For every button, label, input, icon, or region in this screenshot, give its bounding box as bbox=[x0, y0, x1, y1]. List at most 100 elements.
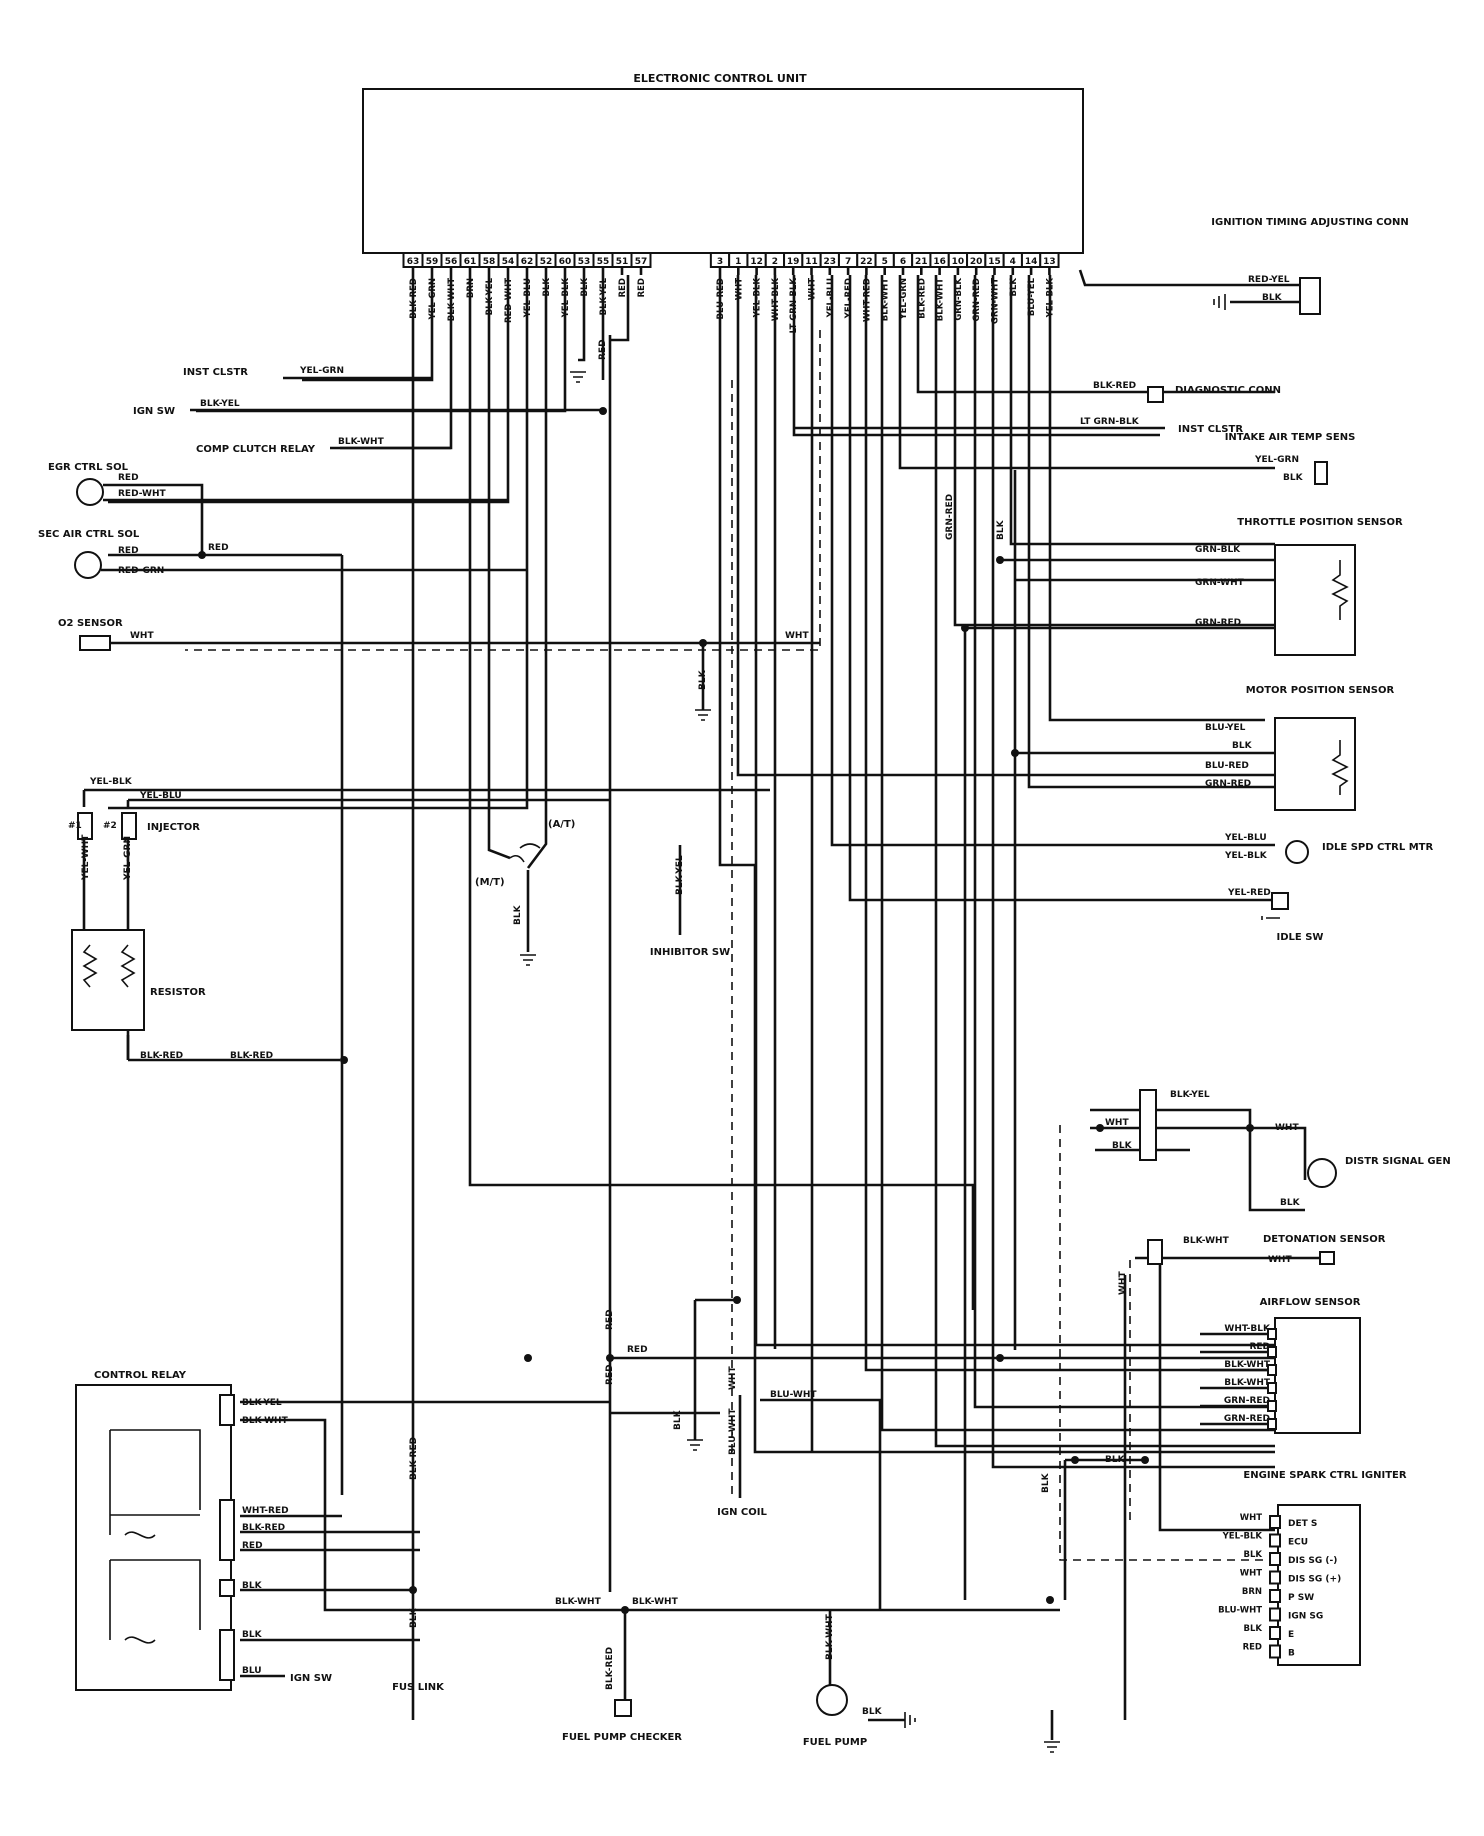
ecu-wire-label: WHT-RED bbox=[862, 278, 872, 322]
svg-text:YEL-WHT: YEL-WHT bbox=[81, 834, 91, 881]
ecu-pin-number: 51 bbox=[616, 257, 629, 267]
egr-ctrl-sol: EGR CTRL SOL RED RED-WHT bbox=[48, 462, 508, 555]
svg-text:BLK-WHT: BLK-WHT bbox=[555, 1597, 602, 1607]
svg-text:BLK-WHT: BLK-WHT bbox=[825, 1613, 835, 1660]
svg-text:BLU-WHT: BLU-WHT bbox=[728, 1408, 738, 1455]
svg-text:BLK: BLK bbox=[1280, 1198, 1301, 1208]
spark-terminal bbox=[1269, 1533, 1281, 1548]
svg-text:IDLE SPD CTRL MTR: IDLE SPD CTRL MTR bbox=[1322, 842, 1434, 853]
ecu-pin-number: 16 bbox=[933, 257, 946, 267]
ecu-pin-number: 10 bbox=[952, 257, 965, 267]
svg-text:IGN SW: IGN SW bbox=[133, 406, 175, 417]
spark-terminal-label: B bbox=[1288, 1649, 1295, 1659]
svg-text:GRN-BLK: GRN-BLK bbox=[1195, 545, 1241, 555]
distr-signal-gen: BLK-YEL WHT WHT BLK BLK DISTR SIGNAL GEN bbox=[1105, 1089, 1451, 1208]
ecu-pin-number: 4 bbox=[1010, 257, 1016, 267]
spark-terminal-label: P SW bbox=[1288, 1593, 1314, 1603]
o2-sensor: O2 SENSOR WHT WHT bbox=[58, 618, 820, 651]
svg-text:WHT-RED: WHT-RED bbox=[242, 1506, 289, 1516]
control-relay: CONTROL RELAY BLK-YEL BLK-WHT WHT-RED BL… bbox=[75, 1370, 332, 1691]
svg-text:SEC AIR CTRL SOL: SEC AIR CTRL SOL bbox=[38, 529, 140, 540]
ecu-pin-number: 54 bbox=[502, 257, 515, 267]
shield-lines bbox=[185, 330, 1275, 1561]
svg-text:BLK-YEL: BLK-YEL bbox=[675, 855, 685, 895]
injector: YEL-BLK YEL-BLU #1 #2 INJECTOR YEL-WHT Y… bbox=[68, 777, 770, 881]
ecu-pin-number: 13 bbox=[1043, 257, 1056, 267]
airflow-wire-label: BLK-WHT bbox=[1224, 1360, 1271, 1370]
svg-text:RED: RED bbox=[605, 1309, 615, 1330]
ecu-pin-number: 7 bbox=[845, 257, 851, 267]
spark-wire-label: BLK bbox=[1244, 1624, 1263, 1634]
svg-text:WHT: WHT bbox=[1275, 1123, 1299, 1133]
ecu-pin-number: 52 bbox=[540, 257, 553, 267]
spark-terminal-label: DIS SG (-) bbox=[1288, 1556, 1337, 1566]
svg-text:RED: RED bbox=[627, 1345, 648, 1355]
airflow-wire-label: BLK-WHT bbox=[1224, 1378, 1271, 1388]
spark-wire-label: BRN bbox=[1242, 1587, 1262, 1597]
svg-text:BLK: BLK bbox=[1105, 1455, 1126, 1465]
ecu-pin-number: 11 bbox=[805, 257, 818, 267]
spark-terminal bbox=[1269, 1589, 1281, 1603]
ecu-pin-number: 55 bbox=[597, 257, 610, 267]
ecu-pin-number: 53 bbox=[578, 257, 591, 267]
spark-terminal-label: ECU bbox=[1288, 1538, 1308, 1548]
spark-terminal-label: DIS SG (+) bbox=[1288, 1575, 1341, 1585]
junction-dots bbox=[198, 407, 1254, 1614]
ecu-box bbox=[362, 88, 1084, 254]
ecu-wire-label: GRN-BLK bbox=[954, 278, 964, 321]
svg-text:FUS LINK: FUS LINK bbox=[392, 1682, 445, 1693]
detonation-sensor: BLK-WHT DETONATION SENSOR WHT WHT bbox=[1118, 1234, 1386, 1295]
svg-text:BLK: BLK bbox=[1232, 741, 1253, 751]
svg-text:YEL-BLU: YEL-BLU bbox=[1224, 833, 1267, 843]
svg-text:BLK: BLK bbox=[698, 669, 708, 690]
svg-text:BLK: BLK bbox=[996, 519, 1006, 540]
ecu-wire-label: BLK-RED bbox=[917, 278, 927, 319]
svg-text:GRN-RED: GRN-RED bbox=[1205, 779, 1251, 789]
svg-text:EGR CTRL SOL: EGR CTRL SOL bbox=[48, 462, 129, 473]
svg-text:WHT: WHT bbox=[1268, 1255, 1292, 1265]
ground-mt-icon bbox=[520, 954, 536, 966]
ecu-wire-label: BLU-YEL bbox=[1027, 277, 1037, 316]
ecu-pin-number: 21 bbox=[915, 257, 928, 267]
ecu-pin-number: 19 bbox=[787, 257, 800, 267]
ecu-pin-number: 59 bbox=[426, 257, 439, 267]
fuel-pump: FUEL PUMP BLK-WHT BLK bbox=[803, 1613, 916, 1748]
svg-text:#2: #2 bbox=[103, 821, 117, 831]
ign-sw-left: IGN SW BLK-YEL bbox=[133, 399, 603, 417]
svg-text:YEL-BLK: YEL-BLK bbox=[1224, 851, 1268, 861]
svg-text:INST CLSTR: INST CLSTR bbox=[183, 367, 248, 378]
diagnostic-conn: BLK-RED DIAGNOSTIC CONN bbox=[1093, 381, 1281, 403]
svg-text:BLU-WHT: BLU-WHT bbox=[770, 1390, 817, 1400]
svg-text:BLK: BLK bbox=[409, 1607, 419, 1628]
ground-relay-icon: BLK bbox=[673, 1409, 703, 1451]
ignition-timing-conn: IGNITION TIMING ADJUSTING CONN RED-YEL B… bbox=[1078, 217, 1409, 315]
svg-text:IGNITION TIMING ADJUSTING CONN: IGNITION TIMING ADJUSTING CONN bbox=[1211, 217, 1408, 228]
svg-text:GRN-WHT: GRN-WHT bbox=[1195, 578, 1245, 588]
ecu-pin-number: 61 bbox=[464, 257, 477, 267]
svg-text:YEL-BLK: YEL-BLK bbox=[89, 777, 133, 787]
svg-text:YEL-GRN: YEL-GRN bbox=[123, 836, 133, 881]
airflow-wire-label: GRN-RED bbox=[1224, 1414, 1270, 1424]
spark-terminal bbox=[1269, 1626, 1281, 1640]
spark-terminal bbox=[1269, 1607, 1281, 1622]
svg-text:WHT: WHT bbox=[1118, 1271, 1128, 1295]
svg-text:AIRFLOW SENSOR: AIRFLOW SENSOR bbox=[1260, 1297, 1361, 1308]
svg-text:YEL-GRN: YEL-GRN bbox=[1254, 455, 1299, 465]
svg-text:ENGINE SPARK CTRL IGNITER: ENGINE SPARK CTRL IGNITER bbox=[1243, 1470, 1406, 1481]
airflow-terminal bbox=[1267, 1364, 1277, 1376]
ecu-pin-number: 1 bbox=[735, 257, 741, 267]
svg-text:(M/T): (M/T) bbox=[475, 877, 505, 888]
spark-terminal bbox=[1269, 1515, 1281, 1529]
at-mt-switch: (A/T) (M/T) BLK bbox=[475, 819, 575, 925]
svg-text:BLK-RED: BLK-RED bbox=[1093, 381, 1136, 391]
ecu-wire-label: RED bbox=[637, 278, 647, 297]
inst-clstr-right: LT GRN-BLK INST CLSTR bbox=[794, 417, 1243, 435]
inhibitor-sw: INHIBITOR SW BLK-YEL bbox=[650, 855, 730, 958]
motor-position-sensor: MOTOR POSITION SENSOR BLU-YEL BLK BLU-RE… bbox=[1205, 685, 1394, 811]
spark-wire-label: WHT bbox=[1240, 1569, 1262, 1579]
svg-text:BLK: BLK bbox=[1283, 473, 1304, 483]
red-feed-labels: RED RED RED bbox=[605, 1309, 648, 1385]
svg-text:RED-GRN: RED-GRN bbox=[118, 566, 164, 576]
ecu-wire-label: GRN-RED bbox=[972, 278, 982, 322]
